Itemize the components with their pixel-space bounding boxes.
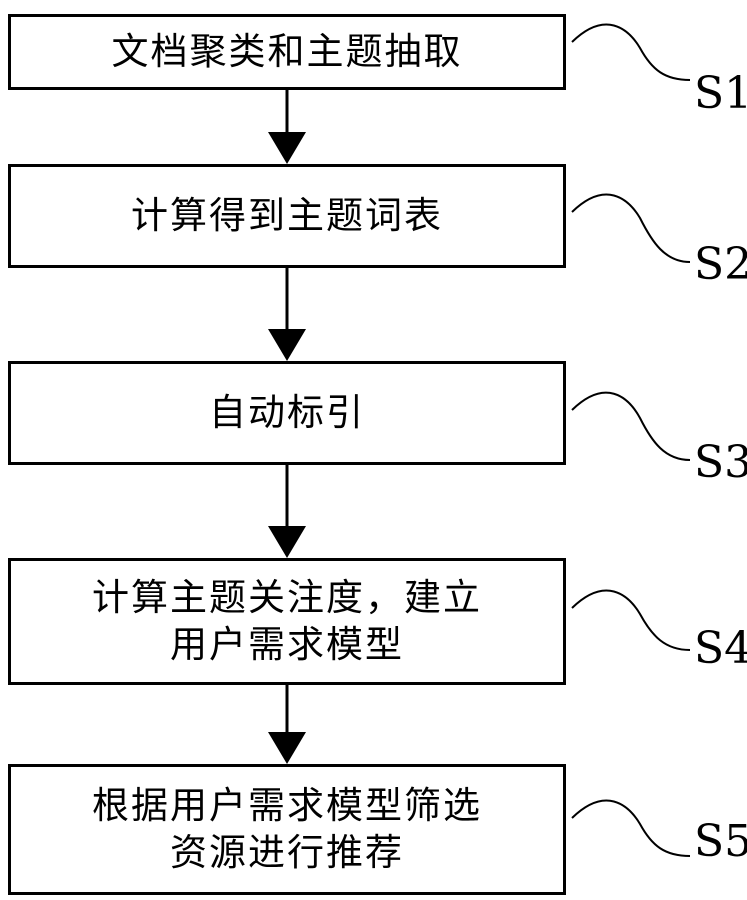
leader-line-s4 xyxy=(571,589,691,651)
arrow-s1-s2 xyxy=(268,90,306,164)
step-label-s5: S5 xyxy=(694,816,747,867)
step-label-s3: S3 xyxy=(694,437,747,488)
step-box-s4: 计算主题关注度，建立 用户需求模型 xyxy=(8,558,566,685)
step-label-s1: S1 xyxy=(694,68,747,119)
leader-line-s1 xyxy=(571,23,691,81)
step-box-s1: 文档聚类和主题抽取 xyxy=(8,14,566,90)
leader-line-s5 xyxy=(571,799,691,857)
leader-line-s2 xyxy=(571,193,691,263)
step-text-s4: 计算主题关注度，建立 用户需求模型 xyxy=(92,576,482,666)
step-box-s5: 根据用户需求模型筛选 资源进行推荐 xyxy=(8,764,566,895)
step-text-s3: 自动标引 xyxy=(209,390,365,434)
step-box-s2: 计算得到主题词表 xyxy=(8,164,566,268)
step-label-s4: S4 xyxy=(694,623,747,674)
step-label-s2: S2 xyxy=(694,239,747,290)
step-text-s5: 根据用户需求模型筛选 资源进行推荐 xyxy=(92,784,482,874)
step-box-s3: 自动标引 xyxy=(8,361,566,465)
leader-line-s3 xyxy=(571,391,691,461)
step-text-s1: 文档聚类和主题抽取 xyxy=(111,29,463,73)
arrow-s3-s4 xyxy=(268,465,306,558)
arrow-s4-s5 xyxy=(268,685,306,764)
arrow-s2-s3 xyxy=(268,268,306,361)
step-text-s2: 计算得到主题词表 xyxy=(131,193,443,237)
